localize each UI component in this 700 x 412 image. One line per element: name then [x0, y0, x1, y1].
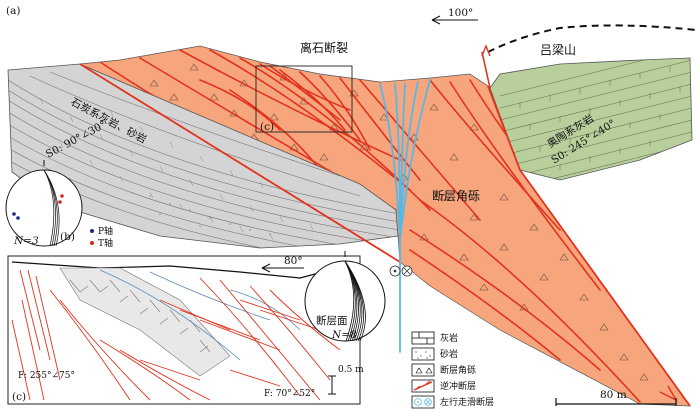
strike-slip-icon	[411, 395, 435, 409]
limestone-icon	[411, 331, 435, 345]
strike-slip-sense-symbol	[389, 265, 413, 277]
p-axis-point	[12, 212, 16, 216]
legend-label-thrust: 逆冲断层	[440, 380, 476, 392]
legend-label-limestone: 灰岩	[440, 332, 458, 344]
panel-c-scale-label: 0.5 m	[338, 365, 364, 375]
legend-p-dot	[90, 229, 94, 233]
panel-b-n: N=3	[13, 235, 39, 247]
legend-label-sandstone: 砂岩	[440, 348, 458, 360]
t-axis-point	[58, 200, 62, 204]
panel-b-tag: (b)	[60, 231, 75, 243]
panel-c-angle: 80°	[284, 255, 303, 267]
p-axis-point	[16, 216, 20, 220]
strike-slip-faults	[379, 79, 431, 353]
panel-c-box	[7, 255, 361, 405]
thrust-arrow-top	[481, 44, 491, 57]
breccia-icon	[411, 363, 435, 377]
mountain-label: 吕梁山	[540, 42, 576, 57]
scale-bar-80m	[555, 398, 677, 406]
stereonet-c	[304, 251, 386, 342]
ordovician-limestone-unit	[489, 57, 693, 181]
panel-a-tag: (a)	[6, 5, 20, 17]
legend-p-label: P轴	[98, 225, 113, 237]
projected-fault-trace	[487, 24, 697, 53]
stereonet-c-label: 断层面	[316, 314, 348, 327]
carboniferous-limestone-unit	[7, 63, 399, 249]
stereonet-c-n: N=8	[331, 329, 357, 341]
legend-t-label: T轴	[98, 237, 113, 249]
thrust-fault-icon	[411, 379, 435, 393]
direction-label: 100°	[448, 7, 473, 19]
panel-c-left-attitude: F: 255°∠75°	[18, 371, 75, 381]
legend-icons	[411, 331, 435, 409]
legend-label-strike-slip: 左行走滑断层	[440, 396, 494, 408]
panel-c-tag: (c)	[12, 391, 26, 403]
panel-c-right-attitude: F: 70°∠52°	[264, 389, 315, 399]
breccia-label: 断层角砾	[432, 188, 480, 203]
stereonet-b	[5, 160, 83, 247]
scale-80m-label: 80 m	[600, 389, 627, 401]
t-axis-point	[60, 194, 64, 198]
sandstone-icon	[411, 347, 435, 361]
direction-indicator	[431, 15, 478, 25]
inset-c-location-box	[255, 65, 353, 133]
legend-t-dot	[90, 241, 94, 245]
fault-zone-label: 离石断裂	[300, 40, 348, 55]
legend-label-breccia: 断层角砾	[440, 364, 476, 376]
inset-c-tag: (c)	[260, 121, 274, 133]
